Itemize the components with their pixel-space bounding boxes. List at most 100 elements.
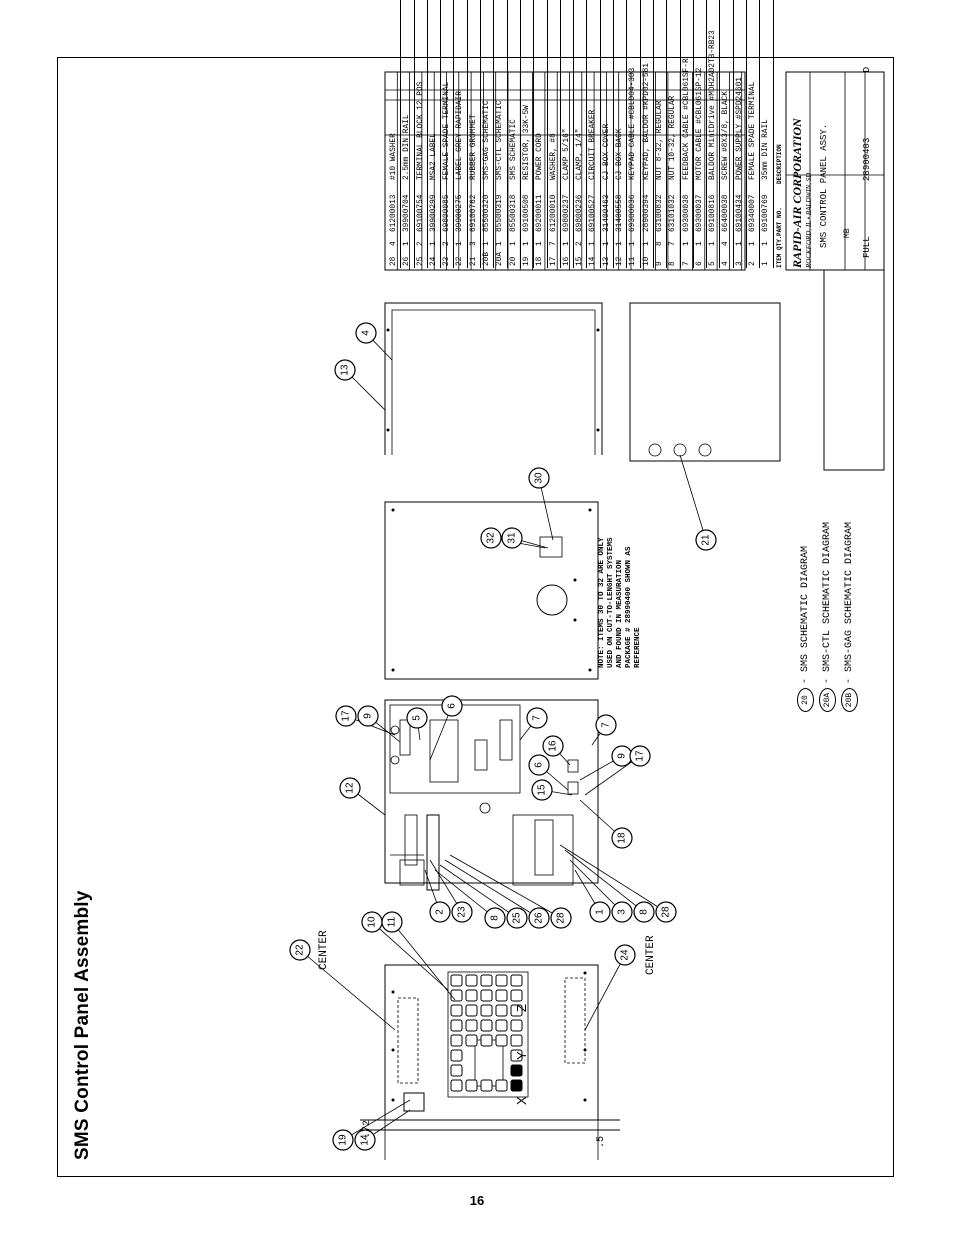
description: FEMALE SPADE TERMINAL [443, 81, 452, 180]
center-label-top: CENTER [318, 930, 330, 970]
item-no: 8 [669, 261, 678, 266]
qty: 1 [562, 241, 571, 246]
callout-number: 19 [338, 1134, 349, 1146]
keypad-key [465, 1079, 478, 1092]
callout-bubble [381, 911, 403, 933]
callout-number: 28 [661, 906, 672, 918]
item-no: 20B [483, 251, 492, 266]
item-no: 6 [695, 261, 704, 266]
item-no: 18 [536, 256, 545, 266]
description: NUT 8-32, REGULAR [655, 100, 664, 180]
center-label-bottom: CENTER [645, 935, 657, 975]
callout-bubble [611, 901, 633, 923]
dim-72: .72 [362, 1119, 373, 1138]
qty: 1 [589, 241, 598, 246]
item-no: 19 [522, 256, 531, 266]
item-no: 2 [749, 261, 758, 266]
callout-number: 11 [387, 916, 398, 927]
leader-line [449, 854, 562, 919]
callout-number: 28 [556, 912, 567, 924]
description: SMS-CTL SCHEMATIC [496, 100, 505, 180]
keypad-key [450, 989, 463, 1002]
callout-bubble [355, 322, 377, 344]
callout-number: 30 [534, 472, 545, 484]
callout-number: 26 [534, 912, 545, 924]
callout-number: 21 [701, 534, 712, 546]
keypad-key [495, 1079, 508, 1092]
company-location: ROCKFORD, IL • BALDWIN, SD [805, 172, 813, 268]
callout-bubble [335, 705, 357, 727]
item-no: 14 [589, 256, 598, 266]
callout-number: 17 [635, 750, 646, 762]
description: SMS SCHEMATIC [509, 119, 518, 180]
leader-line [342, 1099, 411, 1141]
description: POWER SUPPLY #SPD24601 [735, 77, 744, 180]
callout-bubble [526, 707, 548, 729]
callout-bubble [595, 714, 617, 736]
keypad-key [480, 1004, 493, 1017]
schematic-legend: 20- SMS SCHEMATIC DIAGRAM 20A- SMS-CTL S… [795, 522, 861, 712]
description: FEMALE SPADE TERMINAL [749, 81, 758, 180]
qty: 2 [576, 241, 585, 246]
callout-bubble [441, 695, 463, 717]
description: SCREW #8X3/8, BLACK [722, 91, 731, 180]
callout-number: 17 [341, 710, 352, 722]
qty: 1 [682, 241, 691, 246]
part-no: 61200010 [549, 194, 558, 232]
scale-value: FULL [862, 236, 872, 258]
description: CLAMP, 1/4" [576, 128, 585, 180]
page-number: 16 [469, 1193, 485, 1208]
callout-number: 24 [620, 949, 631, 961]
qty: 1 [629, 241, 638, 246]
item-no: 26 [403, 256, 412, 266]
callout-number: 10 [367, 916, 378, 928]
item-no: 24 [429, 256, 438, 266]
keypad-key [495, 989, 508, 1002]
qty: 4 [722, 241, 731, 246]
callout-number: 5 [412, 715, 423, 721]
callout-number: 3 [617, 909, 628, 915]
leader-line [584, 954, 626, 1031]
callout-bubble [629, 745, 651, 767]
qty: 1 [709, 241, 718, 246]
keypad-key [450, 1079, 463, 1092]
item-no: 20 [509, 256, 518, 266]
part-no: 85500318 [509, 194, 518, 232]
callout-number: 4 [361, 330, 372, 336]
callout-bubble [334, 359, 356, 381]
callout-number: 31 [507, 532, 518, 544]
measuration-panel-view [384, 501, 599, 680]
qty: 1 [429, 241, 438, 246]
description: KEYPAD, BALDOR #KPD02-581 [642, 63, 651, 180]
keypad-key [450, 974, 463, 987]
callout-bubble [451, 901, 473, 923]
qty: 1 [522, 241, 531, 246]
company-name: RAPID-AIR CORPORATION [790, 118, 804, 268]
callout-number: 23 [457, 906, 468, 918]
description: NUT 10-32, REGULAR [669, 95, 678, 180]
part-no: 66400038 [722, 194, 731, 232]
drawn-by: MB [843, 228, 852, 238]
leader-line [371, 921, 449, 991]
legend-row: 20B- SMS-GAG SCHEMATIC DIAGRAM [839, 522, 861, 712]
callout-bubble [501, 527, 523, 549]
keypad-key [510, 1049, 523, 1062]
qty: 8 [655, 241, 664, 246]
keypad-key [450, 1049, 463, 1062]
part-no: 39900704 [403, 194, 412, 232]
qty: 2 [416, 241, 425, 246]
keypad-key [495, 1019, 508, 1032]
callout-bubble [429, 901, 451, 923]
part-no: 63100832 [655, 194, 664, 232]
keypad-key [465, 1019, 478, 1032]
leader-line [569, 859, 623, 913]
keypad-key [510, 1079, 523, 1092]
part-no: 69100508 [522, 194, 531, 232]
callout-bubble [484, 907, 506, 929]
